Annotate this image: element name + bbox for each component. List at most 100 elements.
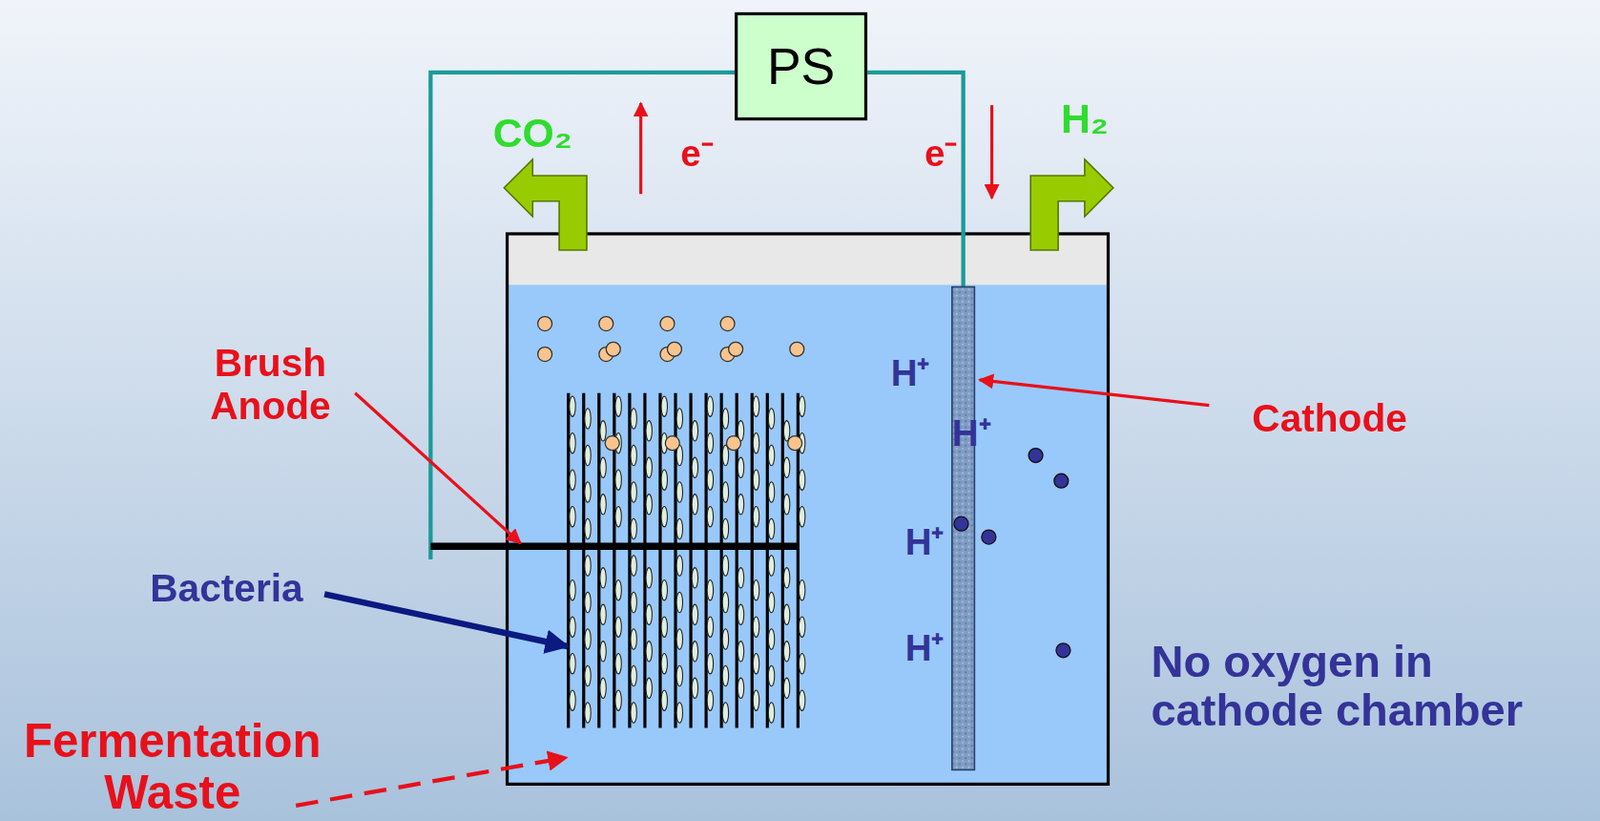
bacterium	[706, 395, 713, 416]
bacterium	[645, 677, 652, 698]
electron-label: e⁻	[924, 133, 957, 174]
bacterium	[706, 616, 713, 637]
bacterium	[798, 652, 805, 673]
leader-arrow	[324, 593, 568, 646]
bacterium	[798, 579, 805, 600]
power-supply-box: PS	[734, 12, 868, 121]
bacterium	[630, 555, 637, 576]
bacterium	[569, 689, 576, 710]
wire	[867, 72, 964, 291]
bacterium	[752, 395, 759, 416]
bacterium	[661, 616, 667, 637]
bacterium	[737, 603, 744, 624]
bacterium	[615, 616, 622, 637]
bacterium	[768, 628, 774, 649]
substrate-particles	[538, 316, 805, 451]
bacterium	[661, 579, 667, 600]
bacterium	[569, 652, 576, 673]
bacterium	[768, 481, 774, 502]
bacterium	[798, 689, 805, 710]
bacterium	[600, 494, 606, 515]
ion-label: H⁺	[952, 413, 992, 454]
note-text: No oxygen in cathode chamber	[1150, 636, 1596, 736]
bacterium	[798, 395, 805, 416]
bacterium	[768, 664, 774, 686]
bacterium	[752, 505, 759, 526]
bacterium	[584, 444, 591, 465]
bacterium	[722, 628, 728, 649]
bacterium	[661, 505, 667, 526]
gas-label: H₂	[1060, 96, 1109, 142]
bacterium	[691, 494, 698, 515]
brush-anode	[568, 393, 806, 728]
bacterium	[600, 567, 606, 588]
gas-label: CO₂	[493, 110, 573, 156]
bacterium	[722, 481, 728, 502]
bacterium	[783, 420, 790, 441]
bacterium	[569, 579, 576, 600]
cathode-plate	[952, 287, 976, 770]
bacterium	[645, 603, 652, 624]
bacterium	[630, 444, 637, 465]
electron-flow-arrow	[990, 104, 994, 198]
bacterium	[645, 641, 652, 662]
gas-outlet-arrow	[503, 159, 587, 250]
bacterium	[584, 664, 591, 686]
bacterium	[676, 702, 683, 723]
bacterium	[737, 567, 744, 588]
bacterium	[798, 469, 805, 490]
inflow-arrow	[295, 757, 566, 806]
electron-label: e⁻	[680, 133, 713, 174]
bacterium	[691, 677, 698, 698]
reactor-tank	[507, 233, 1109, 784]
bristle	[597, 393, 601, 728]
bacterium	[615, 469, 622, 490]
bacterium	[615, 579, 622, 600]
bacterium	[676, 481, 683, 502]
bacterium	[706, 652, 713, 673]
gas-outlet-arrow	[1030, 159, 1114, 250]
part-label: Cathode	[1251, 397, 1408, 441]
bacterium	[691, 420, 698, 441]
headspace	[507, 233, 1109, 285]
bacterium	[630, 628, 637, 649]
ion-label: H⁺	[905, 521, 945, 562]
bacterium	[752, 579, 759, 600]
bacterium	[676, 518, 683, 539]
bacterium	[569, 505, 576, 526]
bacterium	[737, 641, 744, 662]
bacterium	[722, 518, 728, 539]
bacterium	[768, 555, 774, 576]
bacterium	[645, 457, 652, 478]
bacterium	[706, 579, 713, 600]
bristle	[643, 393, 646, 728]
bacterium	[661, 469, 667, 490]
bristle	[781, 393, 785, 728]
bacterium	[737, 494, 744, 515]
bacterium	[768, 702, 774, 723]
bacterium	[768, 444, 774, 465]
bacterium	[783, 567, 790, 588]
node-label: PS	[767, 37, 835, 97]
bacterium	[798, 616, 805, 637]
bacterium	[752, 689, 759, 710]
leader-arrow	[979, 379, 1210, 406]
bacterium	[691, 641, 698, 662]
anode-rod	[430, 541, 799, 549]
bacterium	[630, 408, 637, 429]
bacterium	[645, 494, 652, 515]
bacterium	[768, 408, 774, 429]
bacterium	[600, 677, 606, 698]
bacterium	[691, 567, 698, 588]
bacterium	[752, 652, 759, 673]
bacterium	[783, 603, 790, 624]
bacterium	[752, 432, 759, 453]
liquid	[507, 233, 1109, 784]
bacterium	[569, 395, 576, 416]
part-label: Bacteria	[149, 567, 303, 611]
leader-arrow	[354, 393, 520, 543]
bacterium	[722, 408, 728, 429]
bacterium	[615, 689, 622, 710]
bacterium	[600, 641, 606, 662]
bacterium	[706, 432, 713, 453]
